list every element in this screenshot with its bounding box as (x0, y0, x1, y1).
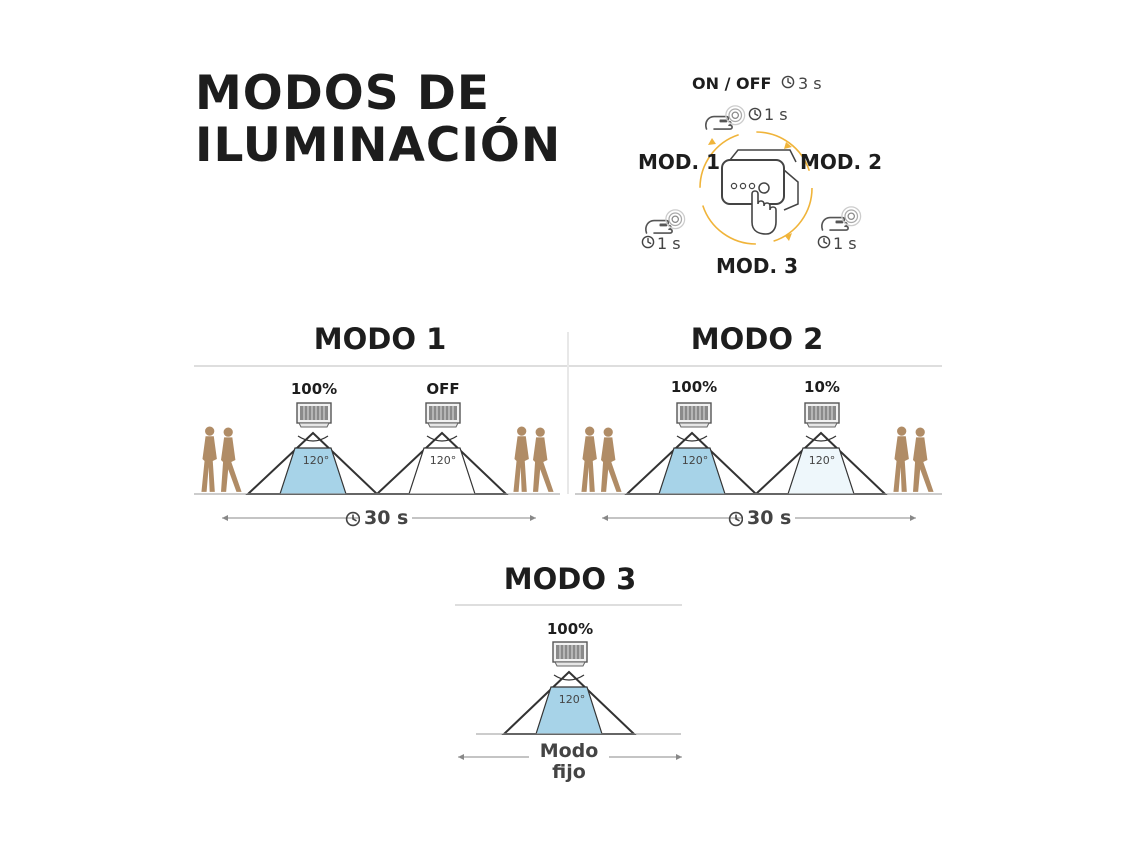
title-line-2: ILUMINACIÓN (195, 118, 562, 173)
modo-2-lamp-a-level: 100% (670, 378, 718, 396)
mode-cycle-diagram (699, 131, 813, 245)
modo-3-angle: 120° (558, 693, 586, 706)
modo-1-heading: MODO 1 (313, 322, 447, 356)
modo-3-diagram (476, 670, 681, 735)
onoff-label: ON / OFF (692, 74, 772, 93)
modo-3-lamp-level: 100% (546, 620, 594, 638)
modo-1-diagram (194, 431, 560, 495)
step-time-top: 1 s (764, 105, 788, 124)
modo-2-heading: MODO 2 (690, 322, 824, 356)
modo-1-duration: 30 s (360, 507, 413, 529)
modo-3-heading: MODO 3 (503, 562, 637, 596)
modo-2-lamp-b-level: 10% (804, 378, 840, 396)
onoff-time: 3 s (798, 74, 822, 93)
mod-3-label: MOD. 3 (716, 254, 798, 278)
modo-2-angle-a: 120° (681, 454, 709, 467)
modo-2-angle-b: 120° (808, 454, 836, 467)
modo-1-lamp-b-level: OFF (426, 380, 460, 398)
mod-1-label: MOD. 1 (638, 150, 720, 174)
modo-3-footer: Modo fijo (529, 741, 609, 783)
mod-2-label: MOD. 2 (800, 150, 882, 174)
modo-1-angle-b: 120° (429, 454, 457, 467)
modo-1-angle-a: 120° (302, 454, 330, 467)
page-title: MODOS DE ILUMINACIÓN (195, 68, 561, 172)
title-line-1: MODOS DE (195, 66, 491, 121)
step-time-right: 1 s (833, 234, 857, 253)
modo-1-lamp-a-level: 100% (290, 380, 338, 398)
step-time-left: 1 s (657, 234, 681, 253)
modo-2-duration: 30 s (743, 507, 796, 529)
modo-3-footer-line-1: Modo (539, 740, 599, 762)
modo-2-diagram (575, 431, 942, 495)
modo-3-footer-line-2: fijo (552, 761, 586, 783)
